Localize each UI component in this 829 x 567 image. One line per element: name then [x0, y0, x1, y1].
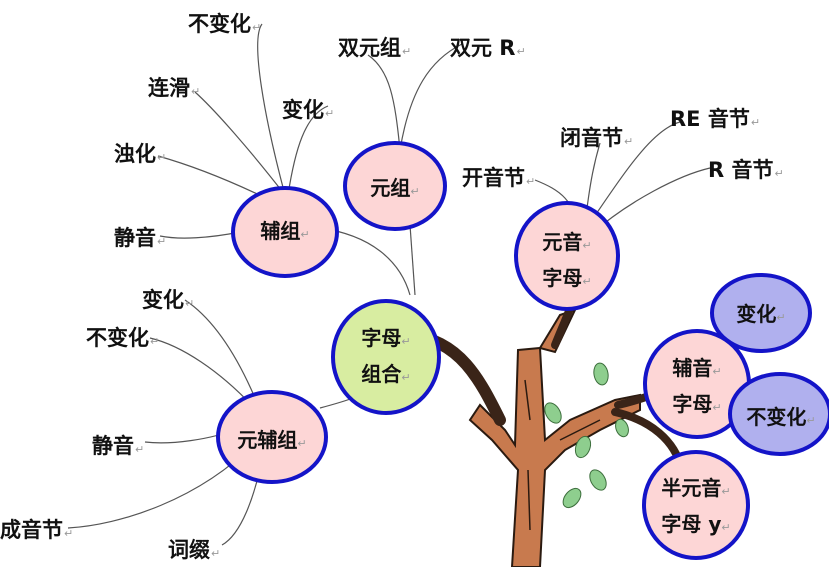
label-re-syllable: RE 音节↵ — [670, 107, 761, 131]
node-vowel-group: 元组↵ — [370, 176, 420, 200]
label-r-syllable: R 音节↵ — [708, 158, 784, 182]
label-closed-syllable: 闭音节↵ — [560, 126, 634, 150]
label-vc-syllable: 成音节↵ — [0, 518, 74, 542]
node-consonant-letter: 辅音↵ 字母↵ — [672, 356, 722, 416]
label-double-vowel-group: 双元组↵ — [338, 36, 412, 60]
label-open-syllable: 开音节↵ — [462, 166, 536, 190]
label-consonant-silent: 静音↵ — [114, 226, 167, 250]
label-consonant-change: 变化↵ — [282, 98, 335, 122]
node-no-change: 不变化↵ — [746, 405, 816, 429]
label-consonant-slur: 连滑↵ — [148, 76, 201, 100]
node-vowel-consonant-group: 元辅组↵ — [237, 428, 307, 452]
label-vc-no-change: 不变化↵ — [86, 326, 160, 350]
label-double-vowel-r: 双元 R↵ — [450, 36, 526, 60]
node-consonant-group: 辅组↵ — [260, 219, 310, 243]
label-vc-silent: 静音↵ — [92, 434, 145, 458]
node-change: 变化↵ — [736, 302, 786, 326]
nodes — [216, 141, 829, 560]
label-vc-affix: 词缀↵ — [168, 538, 221, 562]
node-vowel-letter: 元音↵ 字母↵ — [542, 230, 592, 290]
label-consonant-voicing: 浊化↵ — [114, 142, 167, 166]
label-consonant-no-change: 不变化↵ — [188, 12, 262, 36]
leaves — [544, 362, 629, 509]
node-semivowel-letter: 半元音↵ 字母 y↵ — [661, 476, 731, 536]
label-vc-change: 变化↵ — [142, 288, 195, 312]
node-letter-combination: 字母↵ 组合↵ — [361, 326, 411, 386]
